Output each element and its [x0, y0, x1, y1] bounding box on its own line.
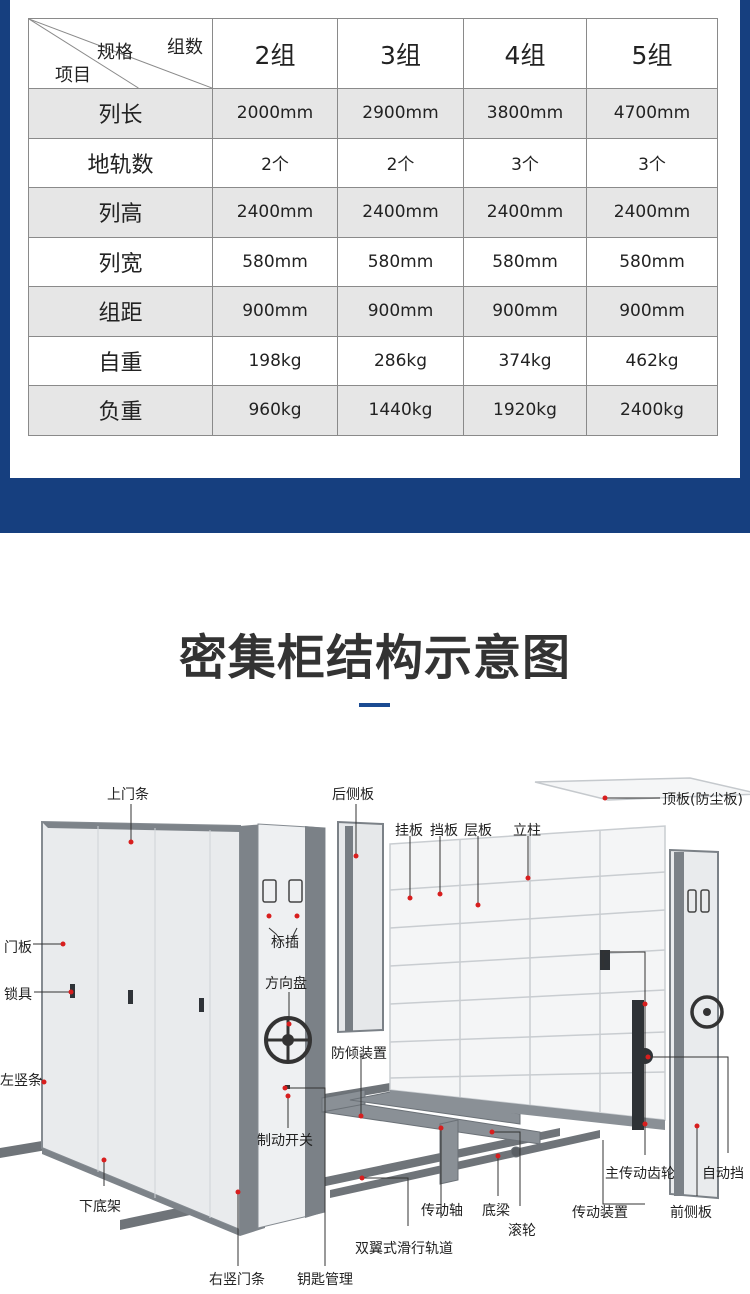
table-cell: 2400mm — [586, 187, 718, 238]
row-label: 列高 — [28, 187, 213, 238]
row-label: 列宽 — [28, 236, 213, 287]
label-column: 立柱 — [513, 823, 541, 839]
table-cell: 462kg — [586, 335, 718, 386]
label-double-wing-track: 双翼式滑行轨道 — [355, 1241, 453, 1257]
left-cabinet — [41, 820, 326, 1236]
table-row: 组距 900mm 900mm 900mm 900mm — [28, 286, 718, 337]
label-top-door-strip: 上门条 — [107, 787, 149, 803]
label-main-gear: 主传动齿轮 — [605, 1166, 675, 1182]
label-shelf: 层板 — [464, 823, 492, 839]
spec-header-row: 规格 组数 项目 2组 3组 4组 5组 — [28, 18, 718, 89]
table-cell: 580mm — [212, 236, 338, 287]
diagram-title: 密集柜结构示意图 — [178, 630, 571, 686]
corner-label-item: 项目 — [55, 65, 91, 86]
label-left-vertical-strip: 左竖条 — [0, 1073, 42, 1089]
table-cell: 374kg — [463, 335, 587, 386]
column-header: 3组 — [337, 18, 464, 89]
table-cell: 580mm — [337, 236, 464, 287]
table-cell: 2个 — [212, 137, 338, 188]
corner-label-groups: 组数 — [167, 37, 203, 58]
top-panel-art — [534, 777, 750, 801]
label-key-management: 钥匙管理 — [297, 1272, 353, 1288]
front-side-panel-art — [669, 848, 724, 1200]
table-cell: 3个 — [463, 137, 587, 188]
marker-dots — [41, 795, 700, 1195]
label-brake-switch: 制动开关 — [257, 1133, 313, 1149]
table-cell: 2400kg — [586, 385, 718, 436]
cabinet-illustration — [0, 777, 750, 1266]
column-header: 2组 — [212, 18, 338, 89]
column-header: 4组 — [463, 18, 587, 89]
row-label: 组距 — [28, 286, 213, 337]
table-cell: 3800mm — [463, 88, 587, 139]
table-cell: 2400mm — [337, 187, 464, 238]
label-lower-base: 下底架 — [79, 1199, 121, 1215]
table-row: 列长 2000mm 2900mm 3800mm 4700mm — [28, 88, 718, 139]
label-label-slot: 标插 — [271, 935, 299, 951]
cabinet-structure-diagram: 上门条 后侧板 顶板(防尘板) 挂板 挡板 层板 立柱 门板 标插 锁具 方向盘… — [0, 760, 750, 1294]
table-cell: 2个 — [337, 137, 464, 188]
spec-table: 规格 组数 项目 2组 3组 4组 5组 列长 2000mm 2900mm 38… — [28, 18, 718, 436]
table-cell: 900mm — [212, 286, 338, 337]
row-label: 自重 — [28, 335, 213, 386]
shelving-frame — [389, 825, 666, 1130]
rear-side-panel-art — [337, 820, 384, 1034]
table-cell: 580mm — [463, 236, 587, 287]
table-cell: 2400mm — [212, 187, 338, 238]
table-cell: 900mm — [463, 286, 587, 337]
spec-panel: 规格 组数 项目 2组 3组 4组 5组 列长 2000mm 2900mm 38… — [10, 0, 740, 478]
column-header: 5组 — [586, 18, 718, 89]
table-cell: 3个 — [586, 137, 718, 188]
table-row: 列高 2400mm 2400mm 2400mm 2400mm — [28, 187, 718, 238]
title-underline — [359, 703, 390, 707]
label-rear-side-panel: 后侧板 — [332, 787, 374, 803]
label-hanging-plate: 挂板 — [395, 823, 423, 839]
label-top-panel: 顶板(防尘板) — [662, 792, 743, 808]
spec-corner-cell: 规格 组数 项目 — [28, 18, 213, 89]
corner-label-spec: 规格 — [97, 42, 133, 63]
table-cell: 1440kg — [337, 385, 464, 436]
label-door-panel: 门板 — [4, 940, 32, 956]
table-cell: 198kg — [212, 335, 338, 386]
label-roller: 滚轮 — [508, 1223, 536, 1239]
label-lock: 锁具 — [4, 987, 32, 1003]
table-cell: 2000mm — [212, 88, 338, 139]
leader-lines — [33, 797, 729, 1266]
table-cell: 580mm — [586, 236, 718, 287]
label-drive-shaft: 传动轴 — [421, 1203, 463, 1219]
row-label: 负重 — [28, 385, 213, 436]
table-row: 负重 960kg 1440kg 1920kg 2400kg — [28, 385, 718, 436]
table-row: 列宽 580mm 580mm 580mm 580mm — [28, 236, 718, 287]
table-cell: 960kg — [212, 385, 338, 436]
label-front-side-panel: 前侧板 — [670, 1205, 712, 1221]
label-right-vertical-strip: 右竖门条 — [209, 1272, 265, 1288]
label-stop-plate: 挡板 — [430, 823, 458, 839]
label-steering-wheel: 方向盘 — [265, 976, 307, 992]
table-cell: 2400mm — [463, 187, 587, 238]
label-anti-tilt: 防倾装置 — [331, 1046, 387, 1062]
label-auto-stop: 自动挡 — [702, 1166, 744, 1182]
table-cell: 286kg — [337, 335, 464, 386]
table-cell: 900mm — [337, 286, 464, 337]
row-label: 地轨数 — [28, 137, 213, 188]
row-label: 列长 — [28, 88, 213, 139]
label-base-beam: 底梁 — [482, 1203, 510, 1219]
corner-diagonal-lines — [29, 19, 212, 88]
base-frame — [321, 1089, 541, 1185]
table-cell: 1920kg — [463, 385, 587, 436]
table-row: 自重 198kg 286kg 374kg 462kg — [28, 335, 718, 386]
table-row: 地轨数 2个 2个 3个 3个 — [28, 137, 718, 188]
table-cell: 2900mm — [337, 88, 464, 139]
label-drive-unit: 传动装置 — [572, 1205, 628, 1221]
table-cell: 900mm — [586, 286, 718, 337]
table-cell: 4700mm — [586, 88, 718, 139]
